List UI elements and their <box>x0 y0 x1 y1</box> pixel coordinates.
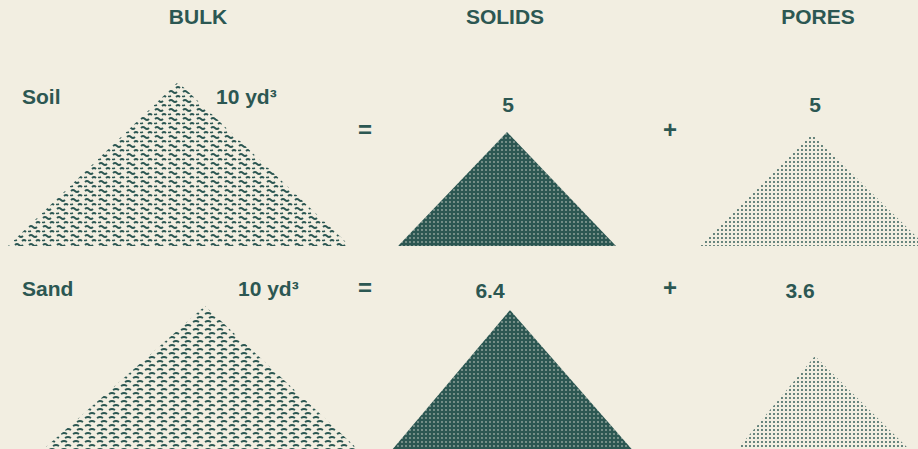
solids-volume: 5 <box>502 92 514 117</box>
solids-pile <box>375 310 650 449</box>
column-header: BULK <box>169 4 227 29</box>
column-header: PORES <box>781 4 855 29</box>
equals-sign: = <box>358 116 372 145</box>
material-name: Sand <box>22 276 73 301</box>
plus-sign: + <box>663 116 677 145</box>
pores-pile <box>700 134 918 246</box>
equals-sign: = <box>358 274 372 303</box>
bulk-volume: 10 yd³ <box>216 84 277 109</box>
plus-sign: + <box>663 274 677 303</box>
pores-volume: 3.6 <box>785 278 814 303</box>
bulk-volume: 10 yd³ <box>238 276 299 301</box>
solids-volume: 6.4 <box>475 278 504 303</box>
sand-pile <box>20 306 380 449</box>
material-name: Soil <box>22 84 61 109</box>
soil-pile <box>8 82 350 246</box>
pores-pile <box>720 356 918 449</box>
column-header: SOLIDS <box>466 4 544 29</box>
solids-pile <box>398 132 616 246</box>
pores-volume: 5 <box>809 92 821 117</box>
